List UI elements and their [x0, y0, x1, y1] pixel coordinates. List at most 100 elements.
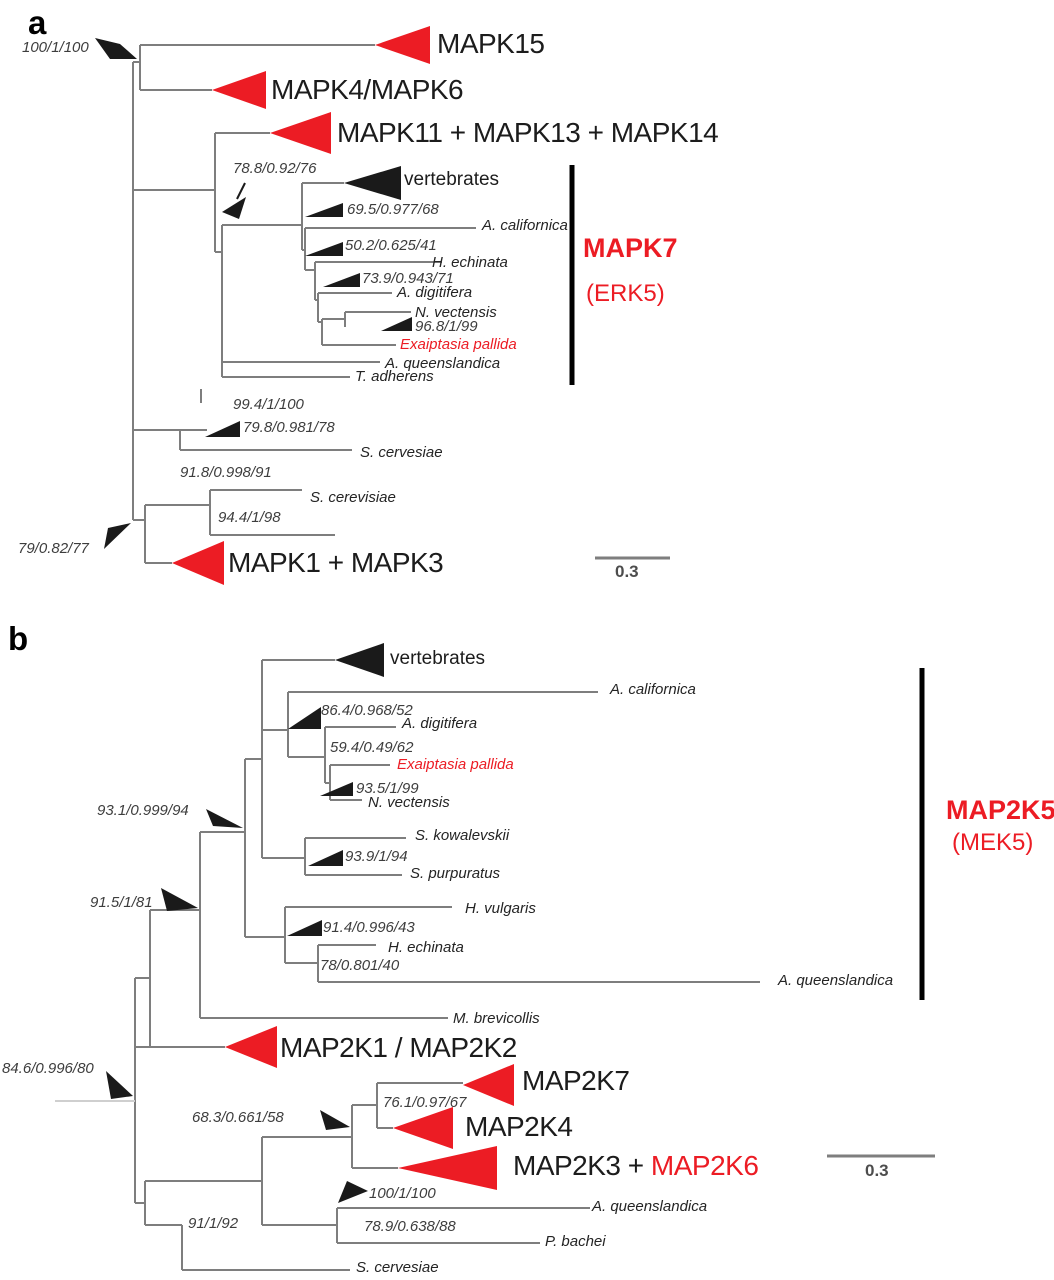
support-value-93-5: 93.5/1/99 — [356, 780, 419, 797]
clade-label-map2k3-map2k6: MAP2K3 + MAP2K6 — [513, 1150, 759, 1181]
clade-triangle-mapk11-13-14 — [270, 112, 331, 154]
clade-label-mapk4-mapk6: MAPK4/MAPK6 — [271, 74, 464, 105]
taxon-label-s-cerevisiae-a: S. cerevisiae — [310, 489, 396, 506]
arrow-78-8-tick — [236, 182, 246, 200]
clade-triangle-map2k7 — [463, 1064, 514, 1106]
arrow-100 — [338, 1181, 368, 1203]
clade-label-map2k4: MAP2K4 — [465, 1111, 573, 1142]
support-value-93-1: 93.1/0.999/94 — [97, 802, 189, 819]
support-value-50-2: 50.2/0.625/41 — [345, 237, 437, 254]
clade-triangle-vertebrates-a — [344, 166, 401, 200]
clade-label-map2k6-part: MAP2K6 — [650, 1150, 759, 1181]
support-value-68-3: 68.3/0.661/58 — [192, 1109, 284, 1126]
taxon-label-m-brevicollis: M. brevicollis — [453, 1010, 540, 1027]
tree-branches-panel-a — [132, 44, 476, 564]
taxon-label-a-californica-a: A. californica — [482, 217, 568, 234]
support-triangle-86-4 — [288, 707, 321, 729]
arrow-93-1 — [206, 809, 243, 828]
taxon-label-a-digitifera-b: A. digitifera — [402, 715, 478, 732]
clade-label-mapk1-mapk3: MAPK1 + MAPK3 — [228, 547, 444, 578]
support-value-86-4: 86.4/0.968/52 — [321, 702, 413, 719]
taxon-label-s-kowalevskii: S. kowalevskii — [415, 827, 510, 844]
clade-label-map2k3-part: MAP2K3 + — [513, 1150, 651, 1181]
clade-label-vertebrates-a: vertebrates — [404, 169, 500, 190]
taxon-label-t-adherens-a: T. adherens — [355, 368, 434, 385]
clade-triangle-map2k4 — [393, 1107, 453, 1149]
support-triangles-panel-b — [287, 707, 353, 936]
scale-bar-label-b: 0.3 — [865, 1161, 889, 1180]
node-arrows-panel-b — [106, 809, 368, 1203]
support-value-91-4: 91.4/0.996/43 — [323, 919, 415, 936]
support-triangle-73-9 — [323, 273, 360, 287]
taxon-label-a-queenslandica-a: A. queenslandica — [385, 355, 501, 372]
arrow-78-8 — [222, 197, 246, 219]
clade-label-mapk15: MAPK15 — [437, 28, 545, 59]
bracket-alias-label-erk5: (ERK5) — [586, 280, 665, 307]
support-value-93-9: 93.9/1/94 — [345, 848, 408, 865]
taxon-label-a-queenslandica-b-bottom: A. queenslandica — [592, 1198, 708, 1215]
support-triangle-69-5 — [305, 203, 343, 217]
arrow-68-3 — [320, 1110, 350, 1130]
support-value-78-8: 78.8/0.92/76 — [233, 160, 317, 177]
taxon-label-h-echinata-a: H. echinata — [432, 254, 508, 271]
arrow-79 — [104, 523, 131, 549]
bracket-gene-label-mapk7: MAPK7 — [583, 233, 678, 263]
support-value-84-6: 84.6/0.996/80 — [2, 1060, 94, 1077]
bracket-gene-label-map2k5: MAP2K5 — [946, 795, 1054, 825]
node-arrows-panel-a — [95, 38, 246, 549]
clade-label-map2k7: MAP2K7 — [522, 1065, 630, 1096]
support-value-root-a: 100/1/100 — [22, 39, 89, 56]
support-value-91-8: 91.8/0.998/91 — [180, 464, 272, 481]
support-value-91-5: 91.5/1/81 — [90, 894, 153, 911]
support-value-94-4: 94.4/1/98 — [218, 509, 281, 526]
tree-branches-panel-b — [55, 659, 760, 1271]
taxon-label-h-echinata-b: H. echinata — [388, 939, 464, 956]
taxon-label-n-vectensis-b: N. vectensis — [368, 794, 450, 811]
scale-bar-label-a: 0.3 — [615, 562, 639, 581]
clade-label-vertebrates-b: vertebrates — [390, 648, 486, 669]
support-value-91: 91/1/92 — [188, 1215, 239, 1232]
clade-triangle-map2k3-map2k6 — [398, 1146, 497, 1190]
support-triangles-panel-a — [205, 203, 412, 437]
clade-label-map2k1-map2k2: MAP2K1 / MAP2K2 — [280, 1032, 517, 1063]
taxon-label-h-vulgaris: H. vulgaris — [465, 900, 536, 917]
support-value-59-4: 59.4/0.49/62 — [330, 739, 414, 756]
support-value-99-4: 99.4/1/100 — [233, 396, 304, 413]
support-value-73-9: 73.9/0.943/71 — [362, 270, 454, 287]
support-value-78-9: 78.9/0.638/88 — [364, 1218, 456, 1235]
panel-letter-a: a — [28, 4, 47, 41]
clade-triangle-mapk15 — [375, 26, 430, 64]
taxon-label-n-vectensis-a: N. vectensis — [415, 304, 497, 321]
taxon-label-exaiptasia-pallida-b: Exaiptasia pallida — [397, 756, 514, 773]
support-triangle-96-8 — [381, 317, 412, 331]
support-triangle-93-9 — [308, 850, 343, 866]
clade-triangle-vertebrates-b — [335, 643, 384, 677]
clade-triangle-map2k1-map2k2 — [225, 1026, 277, 1068]
arrow-91-5 — [161, 888, 198, 911]
taxon-label-s-cervesiae-a: S. cervesiae — [360, 444, 443, 461]
taxon-label-a-californica-b: A. californica — [610, 681, 696, 698]
taxon-label-a-digitifera-a: A. digitifera — [397, 284, 473, 301]
clade-triangle-mapk1-mapk3 — [172, 541, 224, 585]
panel-letter-b: b — [8, 620, 29, 657]
support-value-69-5: 69.5/0.977/68 — [347, 201, 439, 218]
taxon-label-p-bachei: P. bachei — [545, 1233, 606, 1250]
taxon-label-a-queenslandica-b-top: A. queenslandica — [778, 972, 894, 989]
support-triangle-91-4 — [287, 920, 322, 936]
support-value-79: 79/0.82/77 — [18, 540, 89, 557]
support-triangle-79-8 — [205, 421, 240, 437]
support-value-78: 78/0.801/40 — [320, 957, 400, 974]
clade-triangle-mapk4-mapk6 — [212, 71, 266, 109]
support-value-100-b: 100/1/100 — [369, 1185, 436, 1202]
taxon-label-exaiptasia-pallida-a: Exaiptasia pallida — [400, 336, 517, 353]
support-value-76-1: 76.1/0.97/67 — [383, 1094, 467, 1111]
support-value-96-8: 96.8/1/99 — [415, 318, 478, 335]
clade-label-mapk11-13-14: MAPK11 + MAPK13 + MAPK14 — [337, 117, 719, 148]
support-value-79-8: 79.8/0.981/78 — [243, 419, 335, 436]
arrow-84-6 — [106, 1071, 133, 1099]
arrow-root-100 — [95, 38, 137, 59]
taxon-label-s-cervesiae-b: S. cervesiae — [356, 1259, 439, 1276]
support-triangle-50-2 — [305, 242, 343, 256]
